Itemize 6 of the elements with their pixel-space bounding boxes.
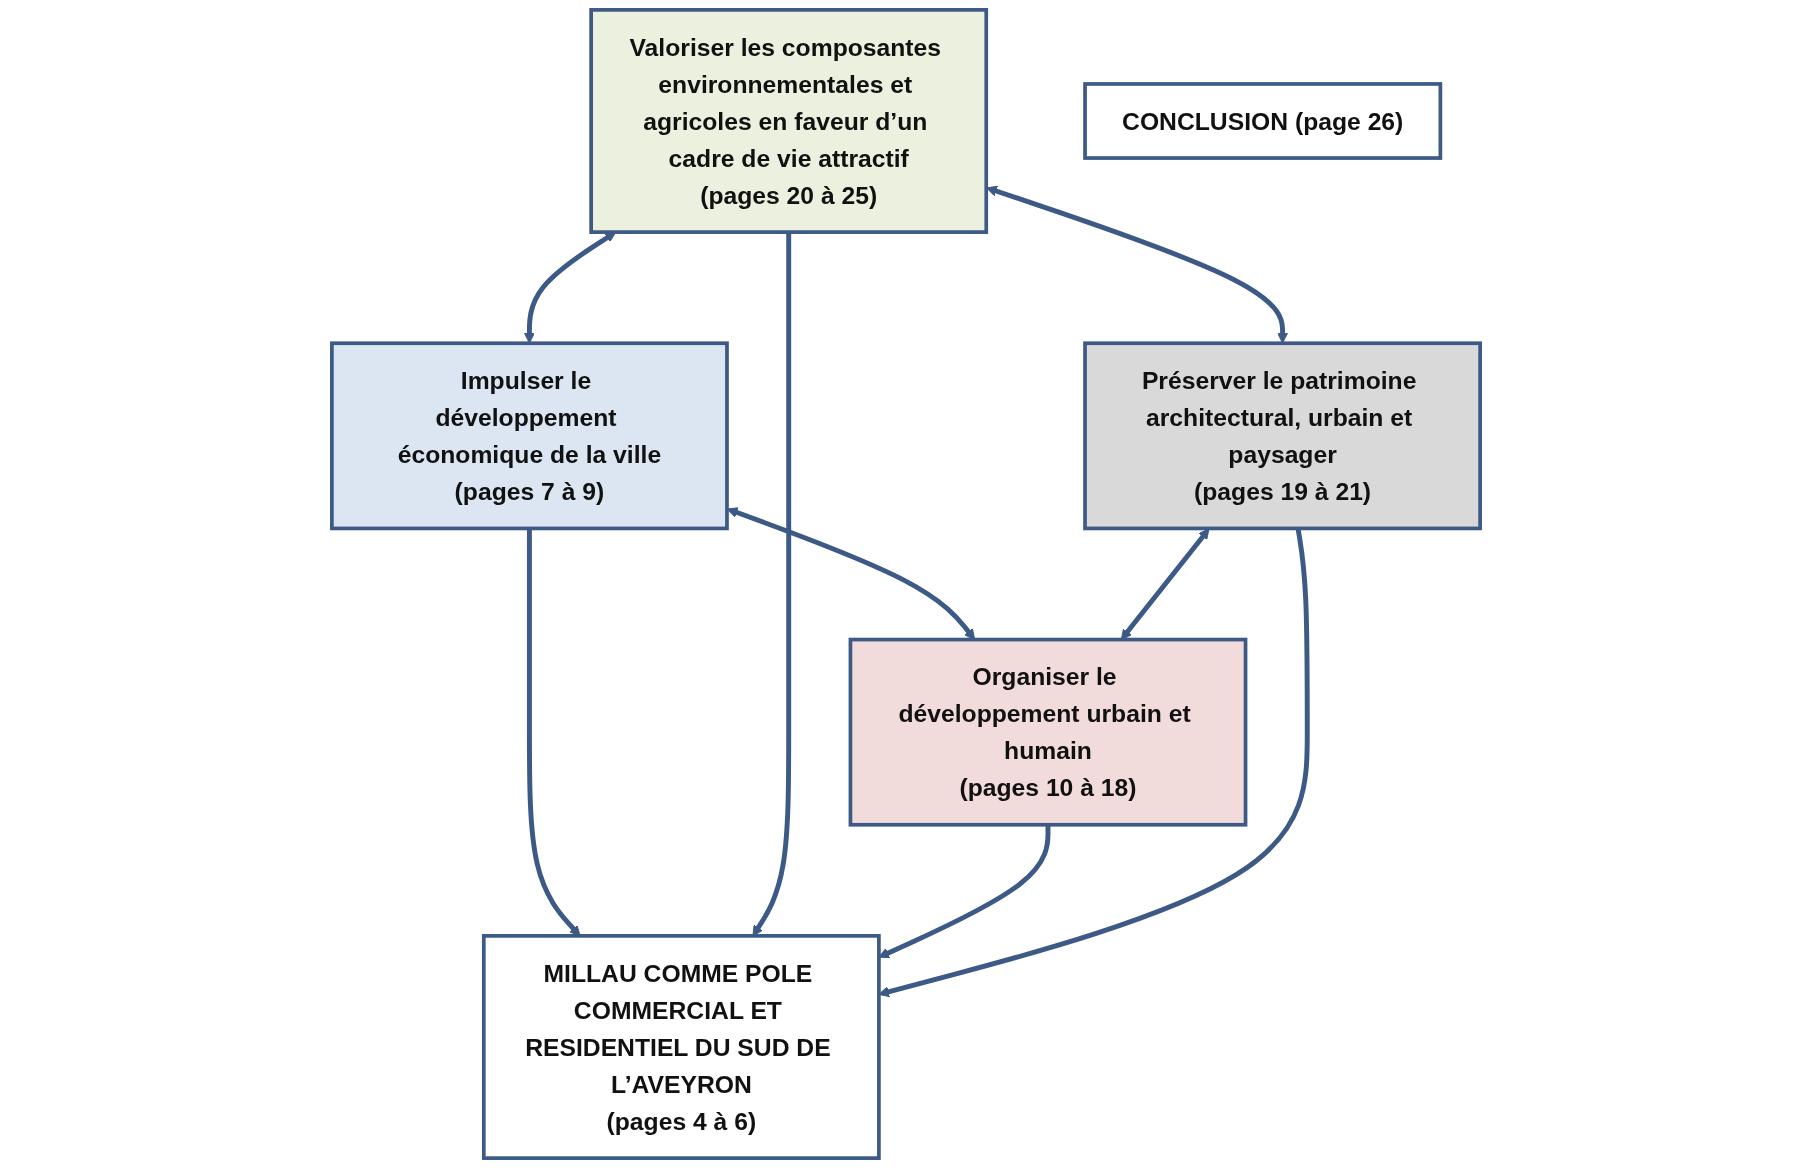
- node-box: Valoriser les composantes environnementales et agricoles en faveur d’un cadre de vie attractif (pages 20 à 25): [589, 8, 989, 234]
- node-box: CONCLUSION (page 26): [1083, 82, 1443, 160]
- node-box: Impulser le développement économique de la ville (pages 7 à 9): [330, 341, 729, 531]
- node-box: Préserver le patrimoine architectural, urbain et paysager (pages 19 à 21): [1083, 341, 1482, 531]
- node-box: Organiser le développement urbain et humain (pages 10 à 18): [848, 637, 1248, 827]
- node-box: MILLAU COMME POLE COMMERCIAL ET RESIDENTIEL DU SUD DE L’AVEYRON (pages 4 à 6): [481, 934, 881, 1160]
